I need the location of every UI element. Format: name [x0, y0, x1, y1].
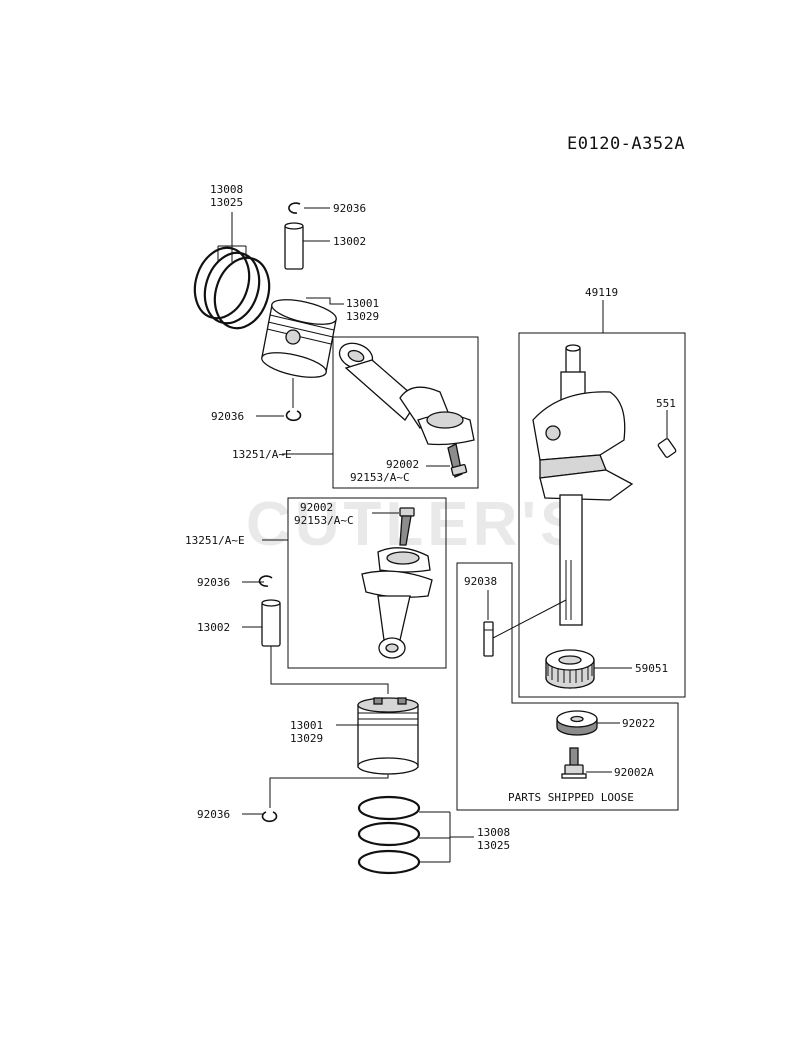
- leader-rings-top: [217, 212, 247, 262]
- label-pin-551: 551: [656, 397, 676, 410]
- label-rings-top-2: 13025: [210, 196, 243, 209]
- snap-clip-top-2: [285, 410, 302, 422]
- piston-top: [261, 299, 337, 378]
- diagram-code: E0120-A352A: [567, 134, 685, 154]
- snap-clip-mid-1: [258, 575, 273, 587]
- label-rod-mid: 13251/A~E: [185, 534, 245, 547]
- label-bolt-top-2: 92153/A~C: [350, 471, 410, 484]
- watermark: CUTLER'S: [246, 490, 586, 559]
- connecting-rod-mid: [361, 547, 433, 659]
- label-pin-top: 13002: [333, 235, 366, 248]
- label-clip-bot: 92036: [197, 808, 230, 821]
- parts-loose-box: [456, 562, 679, 811]
- label-bolt-bot: 92002A: [614, 766, 654, 779]
- label-piston-bot-1: 13001: [290, 719, 323, 732]
- label-pin-mid: 13002: [197, 621, 230, 634]
- piston-bottom: [357, 697, 419, 775]
- rod-bolt-mid: [399, 507, 415, 546]
- connecting-rod-top: [338, 342, 475, 446]
- crankshaft-box: [518, 332, 686, 698]
- label-rings-bot-1: 13008: [477, 826, 510, 839]
- label-rod-top: 13251/A~E: [232, 448, 292, 461]
- label-gear: 59051: [635, 662, 668, 675]
- connecting-rod-box-mid: [287, 497, 447, 669]
- label-rings-top-1: 13008: [210, 183, 243, 196]
- label-bolt-mid-1: 92002: [300, 501, 333, 514]
- connecting-rod-box-top: [332, 336, 479, 489]
- label-key: 92038: [464, 575, 497, 588]
- washer-92022: [556, 710, 598, 736]
- snap-clip-top-1: [288, 202, 301, 214]
- label-bolt-top-1: 92002: [386, 458, 419, 471]
- piston-rings-top: [193, 246, 271, 330]
- label-piston-top-1: 13001: [346, 297, 379, 310]
- piston-pin-top: [284, 222, 304, 270]
- bolt-92002a: [561, 747, 587, 779]
- label-clip-mid-1: 92036: [197, 576, 230, 589]
- label-piston-top-2: 13029: [346, 310, 379, 323]
- label-piston-bot-2: 13029: [290, 732, 323, 745]
- rod-bolt-top: [447, 443, 468, 478]
- woodruff-key: [483, 621, 494, 657]
- piston-rings-bottom: [357, 795, 421, 875]
- label-clip-top-1: 92036: [333, 202, 366, 215]
- piston-pin-mid: [261, 599, 281, 647]
- leader-rings-bottom: [419, 811, 474, 863]
- crank-gear: [545, 649, 595, 689]
- crankshaft: [532, 344, 634, 626]
- dowel-pin-551: [657, 438, 677, 458]
- label-bolt-mid-2: 92153/A~C: [294, 514, 354, 527]
- label-washer: 92022: [622, 717, 655, 730]
- label-crankshaft: 49119: [585, 286, 618, 299]
- parts-shipped-loose-note: PARTS SHIPPED LOOSE: [508, 791, 634, 804]
- snap-clip-bottom: [261, 811, 278, 823]
- label-rings-bot-2: 13025: [477, 839, 510, 852]
- label-clip-top-2: 92036: [211, 410, 244, 423]
